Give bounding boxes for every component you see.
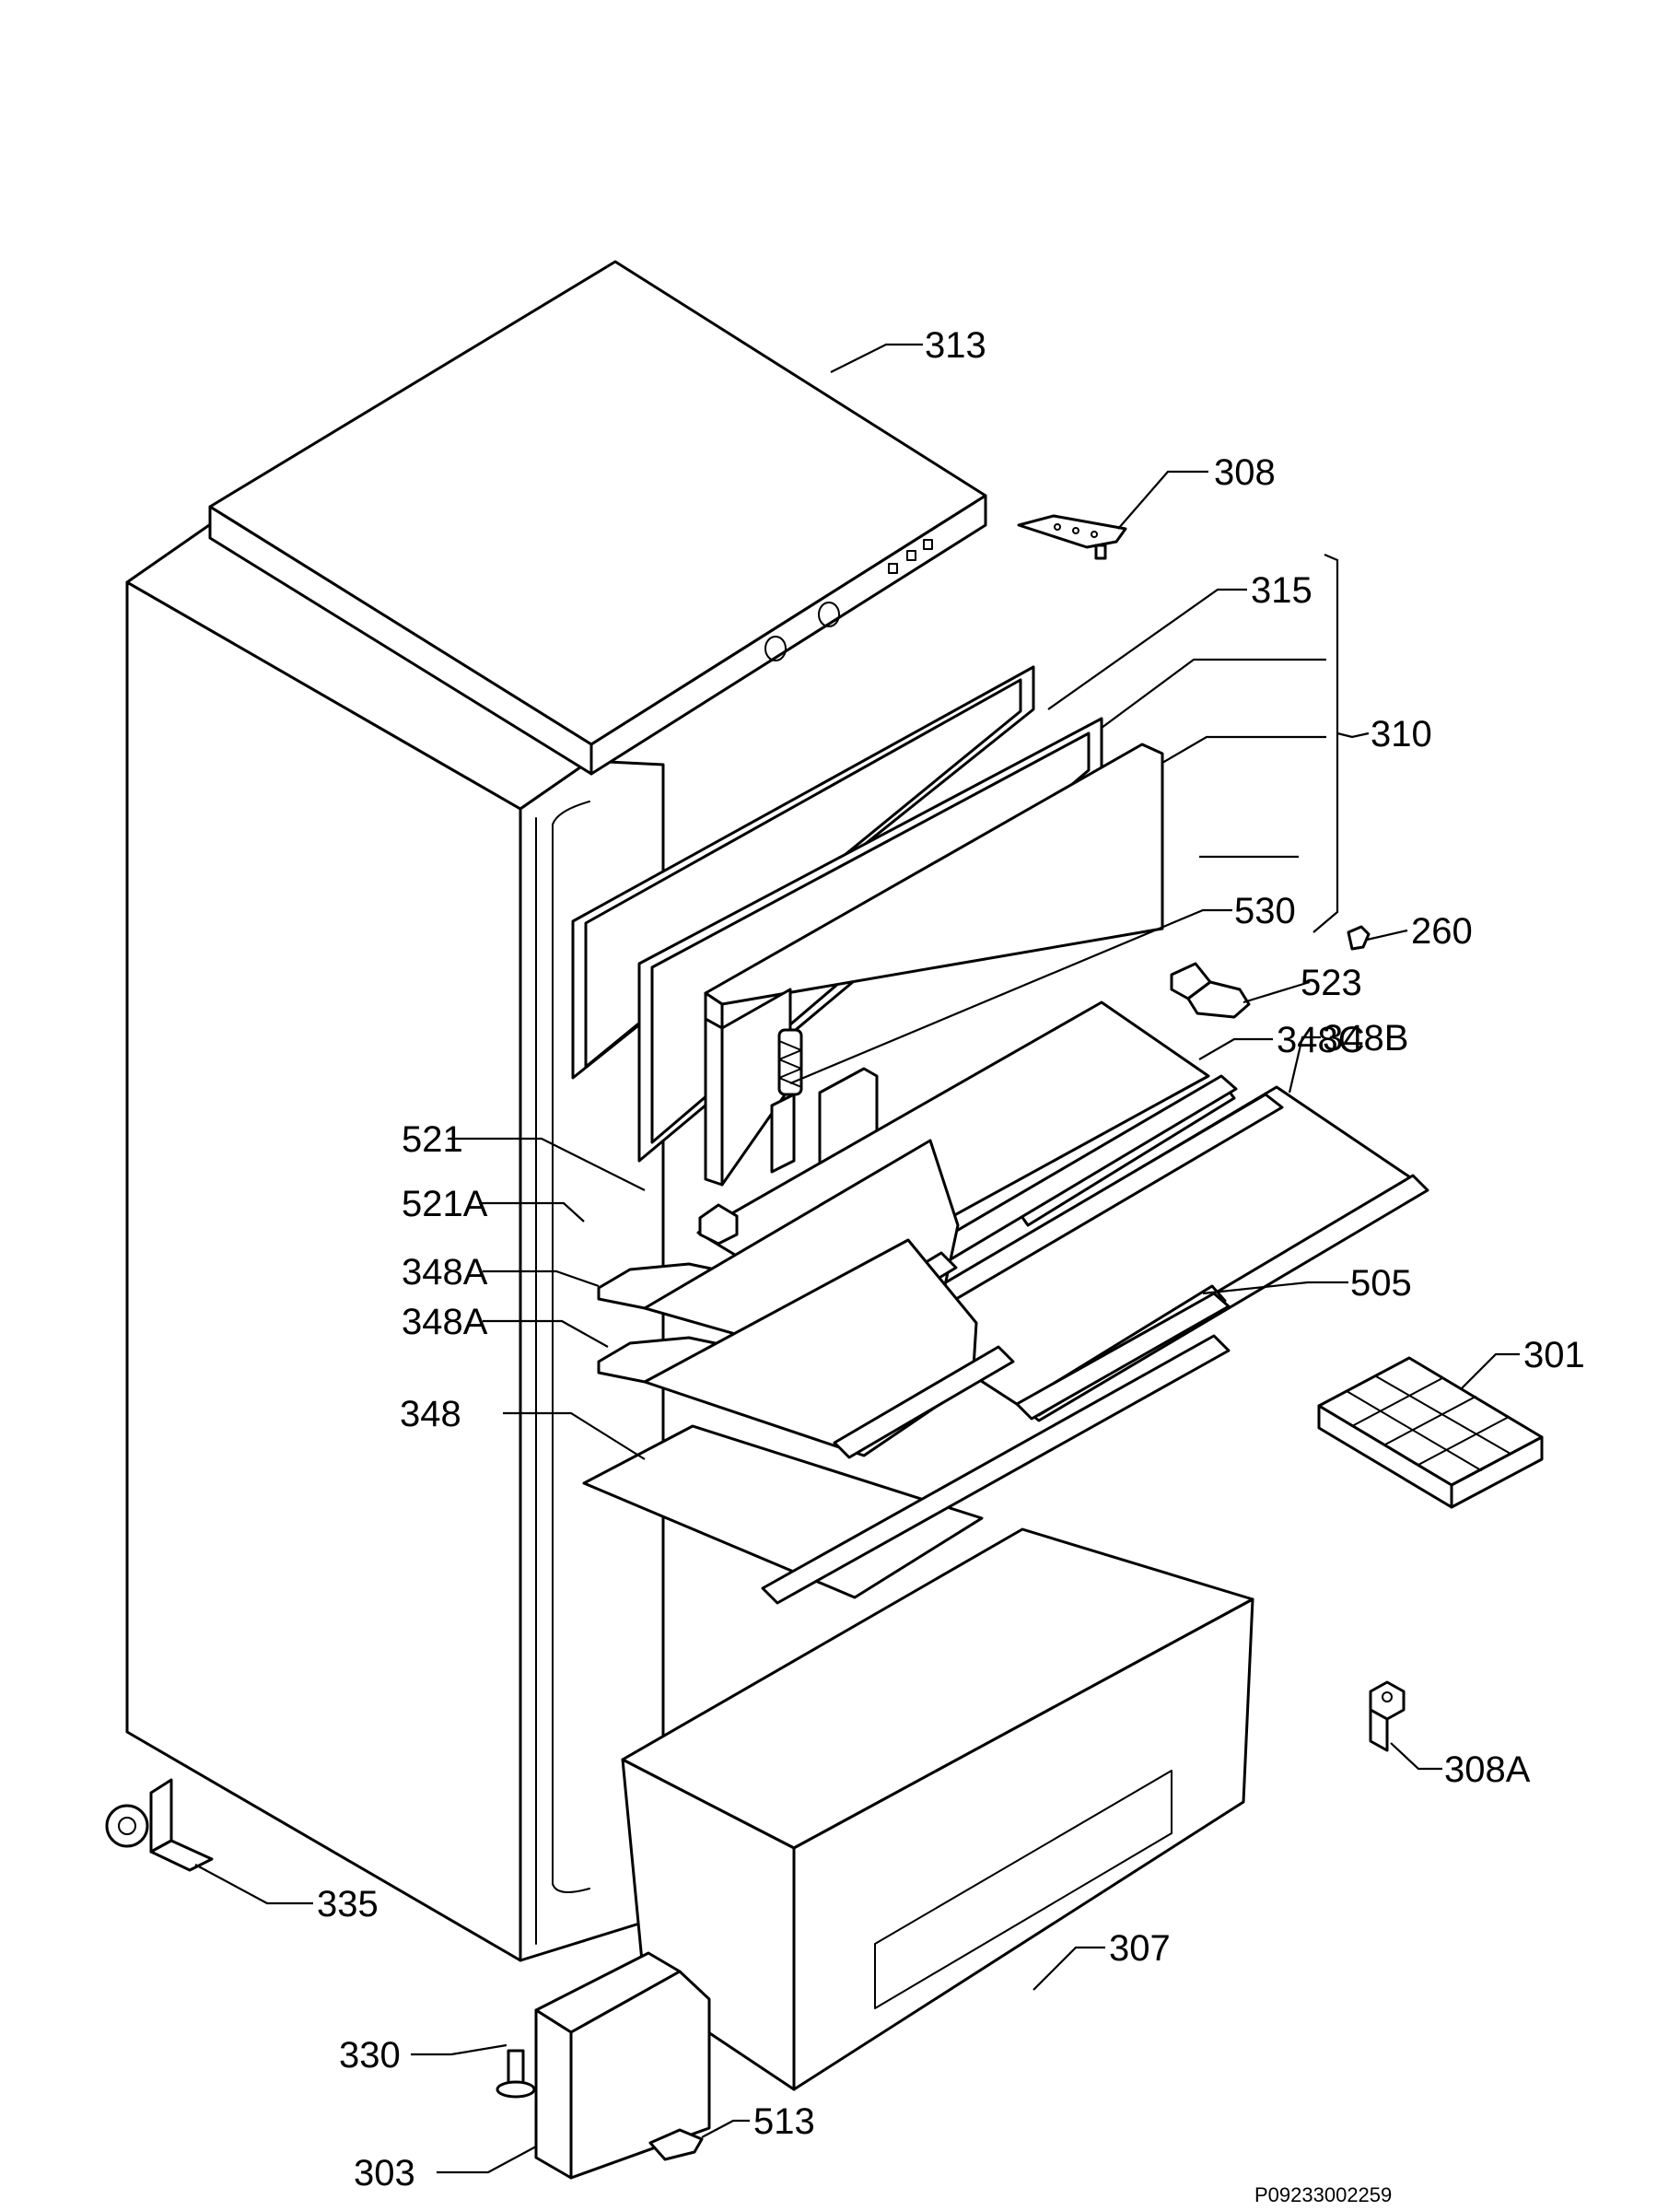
label-348c: 348C (1277, 1020, 1365, 1060)
crisper-drawer (621, 1527, 1254, 2091)
label-303: 303 (354, 2153, 415, 2193)
foot-cover-303 (534, 1951, 711, 2180)
label-260: 260 (1411, 911, 1473, 952)
top-cover (208, 260, 987, 776)
label-505: 505 (1350, 1263, 1412, 1304)
label-523: 523 (1301, 963, 1362, 1003)
label-308a: 308A (1444, 1749, 1531, 1790)
label-307: 307 (1109, 1928, 1171, 1969)
label-348: 348 (400, 1394, 461, 1434)
label-348b: 348B (1323, 1018, 1408, 1059)
label-313: 313 (925, 325, 986, 366)
label-308: 308 (1214, 452, 1276, 493)
label-348a-upper: 348A (402, 1252, 488, 1293)
glass-shelf-348 (582, 1334, 1231, 1605)
clip-513 (648, 2128, 704, 2161)
label-530: 530 (1234, 891, 1296, 931)
hinge-bracket-335 (105, 1778, 214, 1872)
bottom-hinge-308a (1369, 1680, 1406, 1752)
clip-260 (1347, 925, 1371, 951)
door-spring (777, 1028, 803, 1096)
top-hinge (1017, 514, 1127, 560)
drawing-code: P09233002259 (1254, 2183, 1392, 2206)
screw-330 (496, 2049, 536, 2099)
label-521a: 521A (402, 1184, 488, 1224)
label-521: 521 (402, 1119, 463, 1160)
label-330: 330 (339, 2035, 401, 2076)
label-315: 315 (1251, 570, 1312, 611)
label-310: 310 (1371, 714, 1432, 755)
label-335: 335 (317, 1884, 379, 1924)
evaporator-door-panel (704, 743, 1164, 1187)
ice-cube-tray (1317, 1356, 1544, 1509)
leader-lines (194, 343, 1520, 2174)
shelf-348a-lower (597, 1238, 1015, 1459)
label-348a-lower: 348A (402, 1302, 488, 1342)
shelf-rail-505 (1015, 1292, 1231, 1421)
cabinet-body (125, 521, 665, 1962)
label-513: 513 (753, 2101, 815, 2142)
part-labels: 313 308 315 310 530 260 523 348C 348B 52… (317, 325, 1585, 2193)
label-301: 301 (1523, 1335, 1585, 1375)
lamp-holder-523 (1170, 962, 1251, 1019)
